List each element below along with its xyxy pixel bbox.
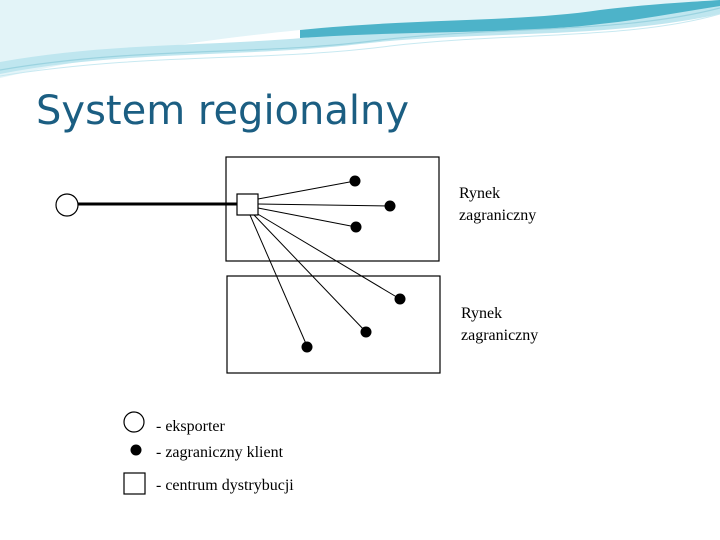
client-nodes xyxy=(301,175,406,353)
market-label-line2: zagraniczny xyxy=(461,327,539,344)
market-label-line1: Rynek xyxy=(461,305,503,322)
market-region-2 xyxy=(226,275,441,374)
market-label-2: Rynek zagraniczny xyxy=(457,301,543,349)
distribution-line xyxy=(257,180,356,200)
header-decoration xyxy=(0,0,720,78)
client-node xyxy=(384,200,396,212)
exporter-node xyxy=(55,193,79,217)
distribution-line xyxy=(255,212,401,300)
distribution-lines xyxy=(249,180,401,347)
distribution-line xyxy=(253,214,367,333)
legend-client-symbol xyxy=(130,444,142,456)
market-label-1: Rynek zagraniczny xyxy=(455,181,541,229)
client-node xyxy=(394,293,406,305)
market-label-line1: Rynek xyxy=(459,185,501,202)
legend-center-label: - centrum dystrybucji xyxy=(156,477,294,494)
legend-center-symbol xyxy=(123,472,146,495)
distribution-line xyxy=(257,203,391,207)
legend-symbols xyxy=(123,411,146,495)
client-node xyxy=(360,326,372,338)
market-region-1 xyxy=(225,156,440,262)
distribution-line xyxy=(249,214,308,347)
header-wave-line-1 xyxy=(0,7,720,71)
market-label-line2: zagraniczny xyxy=(459,207,537,224)
distribution-line xyxy=(257,207,357,228)
header-wave-band xyxy=(0,0,720,74)
legend-exporter-symbol xyxy=(123,411,145,433)
client-node xyxy=(350,221,362,233)
legend-exporter-label: - eksporter xyxy=(156,418,225,435)
legend-client-label: - zagraniczny klient xyxy=(156,444,284,461)
slide-title: System regionalny xyxy=(36,88,410,134)
header-wave-dark xyxy=(300,0,720,38)
client-node xyxy=(349,175,361,187)
client-node xyxy=(301,341,313,353)
distribution-center-node xyxy=(236,193,259,216)
header-wave-line-2 xyxy=(0,13,720,77)
